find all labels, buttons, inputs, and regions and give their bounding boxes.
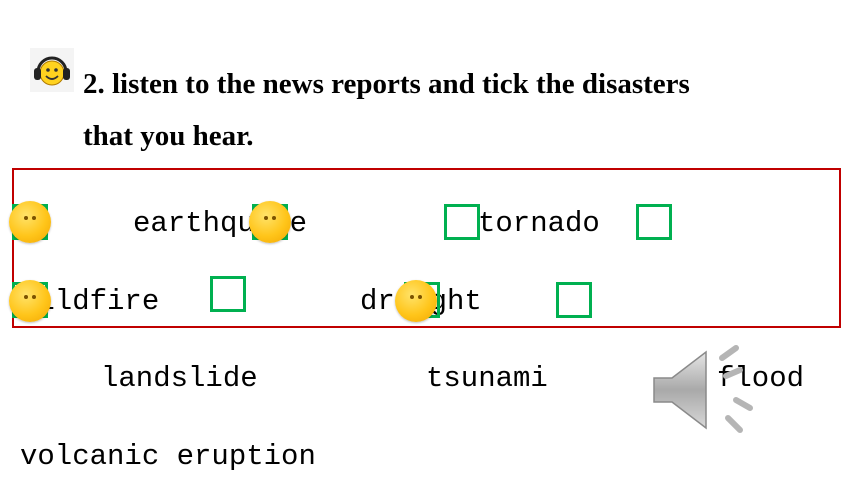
word-volcanic-eruption: volcanic eruption <box>20 440 316 473</box>
word-landslide: landslide <box>101 362 258 395</box>
checkbox-after-tornado[interactable] <box>636 204 672 240</box>
instruction-line-1: 2. listen to the news reports and tick t… <box>83 68 690 100</box>
smiley-face-icon[interactable] <box>395 280 437 322</box>
checkbox-after-drought[interactable] <box>556 282 592 318</box>
instruction-heading: 2. listen to the news reports and tick t… <box>83 58 803 162</box>
speaker-icon[interactable] <box>648 342 764 438</box>
smiley-face-icon[interactable] <box>9 280 51 322</box>
word-flood: flood <box>717 362 805 395</box>
word-tornado: tornado <box>478 207 600 240</box>
answer-box <box>12 168 841 328</box>
smiley-face-icon[interactable] <box>9 201 51 243</box>
checkbox-after-wildfire[interactable] <box>210 276 246 312</box>
smiley-face-icon[interactable] <box>249 201 291 243</box>
word-tsunami: tsunami <box>426 362 548 395</box>
checkbox-tornado[interactable] <box>444 204 480 240</box>
instruction-line-2: that you hear. <box>83 120 254 152</box>
headphones-smiley-icon <box>30 48 74 92</box>
